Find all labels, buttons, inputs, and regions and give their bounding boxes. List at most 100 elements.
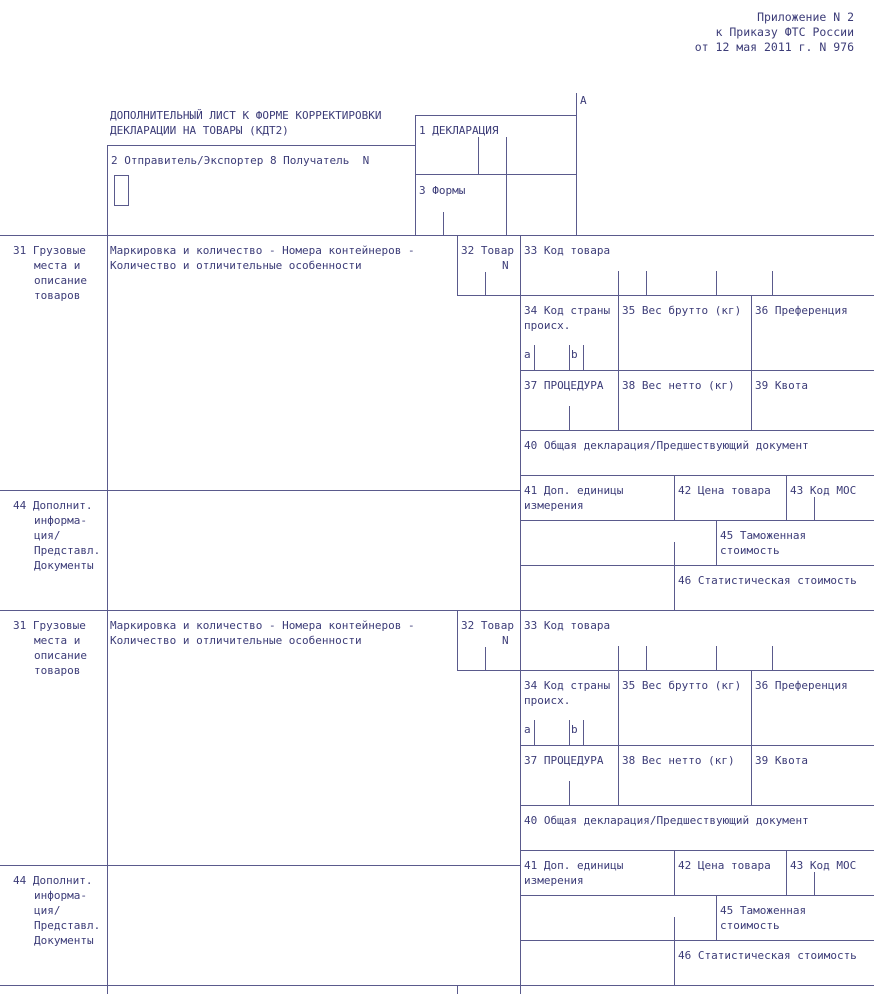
- bottom-stub-1: [107, 985, 108, 994]
- block-left-divider: [107, 235, 108, 610]
- field-34-tick: [534, 720, 535, 745]
- sender-top-line: [107, 145, 416, 146]
- col-674: [674, 475, 675, 520]
- row-37-bottom: [520, 805, 874, 806]
- sender-left-line: [107, 145, 108, 235]
- field-37-tick: [569, 781, 570, 805]
- right-col-left: [520, 235, 521, 610]
- field-38-label: 38 Вес нетто (кг): [622, 754, 735, 767]
- row-45-bottom: [520, 565, 874, 566]
- field-44-line-5: Документы: [34, 934, 94, 947]
- col-618: [618, 295, 619, 430]
- field-37-label: 37 ПРОЦЕДУРА: [524, 379, 604, 392]
- row-45-bottom: [520, 940, 874, 941]
- field-31-line-2: места и: [34, 259, 81, 272]
- row-33-bottom: [520, 670, 874, 671]
- row-34-bottom: [520, 745, 874, 746]
- field-33-tick: [618, 271, 619, 295]
- marker-a: А: [580, 94, 587, 107]
- top-right-divider: [576, 93, 577, 235]
- bottom-stub-2: [457, 985, 458, 994]
- field-43-tick: [814, 872, 815, 895]
- declaration-tick-2: [506, 137, 507, 235]
- row-33-bottom: [520, 295, 874, 296]
- bottom-edge-line: [0, 985, 874, 986]
- col-786: [786, 475, 787, 520]
- field-34-line-1: 34 Код страны: [524, 679, 611, 692]
- field-41-line-1: 41 Доп. единицы: [524, 484, 624, 497]
- field-3-forms: 3 Формы: [419, 184, 466, 197]
- field-31-line-3: описание: [34, 649, 87, 662]
- field-44-line-3: ция/: [34, 904, 61, 917]
- field-40-label: 40 Общая декларация/Предшествующий докум…: [524, 814, 809, 827]
- declaration-mid-line: [415, 174, 577, 175]
- field-37-label: 37 ПРОЦЕДУРА: [524, 754, 604, 767]
- field-44-line-3: ция/: [34, 529, 61, 542]
- declaration-tick-1: [478, 137, 479, 174]
- field-33-label: 33 Код товара: [524, 244, 611, 257]
- field-1-declaration: 1 ДЕКЛАРАЦИЯ: [419, 124, 499, 137]
- field-44-top-line: [0, 490, 521, 491]
- block-top-line: [0, 235, 874, 236]
- field-33-label: 33 Код товара: [524, 619, 611, 632]
- marking-line-1: Маркировка и количество - Номера контейн…: [110, 244, 415, 257]
- field-31-line-3: описание: [34, 274, 87, 287]
- field-38-label: 38 Вес нетто (кг): [622, 379, 735, 392]
- field-34-a: a: [524, 723, 531, 736]
- field-46-label: 46 Статистическая стоимость: [678, 574, 857, 587]
- field-31-line-2: места и: [34, 634, 81, 647]
- field-37-tick: [569, 406, 570, 430]
- col-674: [674, 850, 675, 895]
- field-32-number: N: [502, 259, 509, 272]
- field-45-line-2: стоимость: [720, 544, 780, 557]
- field-34-line-1: 34 Код страны: [524, 304, 611, 317]
- field-45-tick: [674, 542, 675, 565]
- field-36-label: 36 Преференция: [755, 679, 848, 692]
- field-34-tick: [569, 720, 570, 745]
- field-33-tick: [716, 646, 717, 670]
- marking-line-2: Количество и отличительные особенности: [110, 259, 362, 272]
- field-32-left: [457, 235, 458, 295]
- field-32-bottom: [457, 670, 521, 671]
- field-34-tick: [583, 720, 584, 745]
- field-32-tick: [485, 272, 486, 295]
- field-44-top-line: [0, 865, 521, 866]
- field-33-tick: [618, 646, 619, 670]
- col-786: [786, 850, 787, 895]
- col-716: [716, 520, 717, 565]
- row-41-bottom: [520, 520, 874, 521]
- col-751: [751, 295, 752, 430]
- field-40-label: 40 Общая декларация/Предшествующий докум…: [524, 439, 809, 452]
- block-left-divider: [107, 610, 108, 985]
- field-43-label: 43 Код МОС: [790, 859, 857, 872]
- field-43-tick: [814, 497, 815, 520]
- declaration-left-line: [415, 115, 416, 235]
- sender-checkbox[interactable]: [114, 175, 129, 206]
- field-33-tick: [646, 646, 647, 670]
- field-41-line-2: измерения: [524, 499, 584, 512]
- field-33-tick: [716, 271, 717, 295]
- field-35-label: 35 Вес брутто (кг): [622, 304, 742, 317]
- form-title-line-2: ДЕКЛАРАЦИИ НА ТОВАРЫ (КДТ2): [110, 124, 289, 137]
- field-42-label: 42 Цена товара: [678, 859, 771, 872]
- field-45-line-1: 45 Таможенная: [720, 529, 807, 542]
- field-39-label: 39 Квота: [755, 754, 808, 767]
- field-31-line-1: 31 Грузовые: [13, 244, 86, 257]
- field-32-bottom: [457, 295, 521, 296]
- field-44-line-4: Представл.: [34, 919, 101, 932]
- field-43-label: 43 Код МОС: [790, 484, 857, 497]
- col-716: [716, 895, 717, 940]
- row-40-bottom: [520, 850, 874, 851]
- marking-line-1: Маркировка и количество - Номера контейн…: [110, 619, 415, 632]
- col-674-46: [674, 565, 675, 610]
- field-34-b: b: [571, 723, 578, 736]
- field-31-line-1: 31 Грузовые: [13, 619, 86, 632]
- field-33-tick: [646, 271, 647, 295]
- field-44-line-1: 44 Дополнит.: [13, 499, 93, 512]
- col-618: [618, 670, 619, 805]
- field-44-line-2: информа-: [34, 514, 87, 527]
- field-44-line-5: Документы: [34, 559, 94, 572]
- field-45-line-2: стоимость: [720, 919, 780, 932]
- row-41-bottom: [520, 895, 874, 896]
- col-674-46: [674, 940, 675, 985]
